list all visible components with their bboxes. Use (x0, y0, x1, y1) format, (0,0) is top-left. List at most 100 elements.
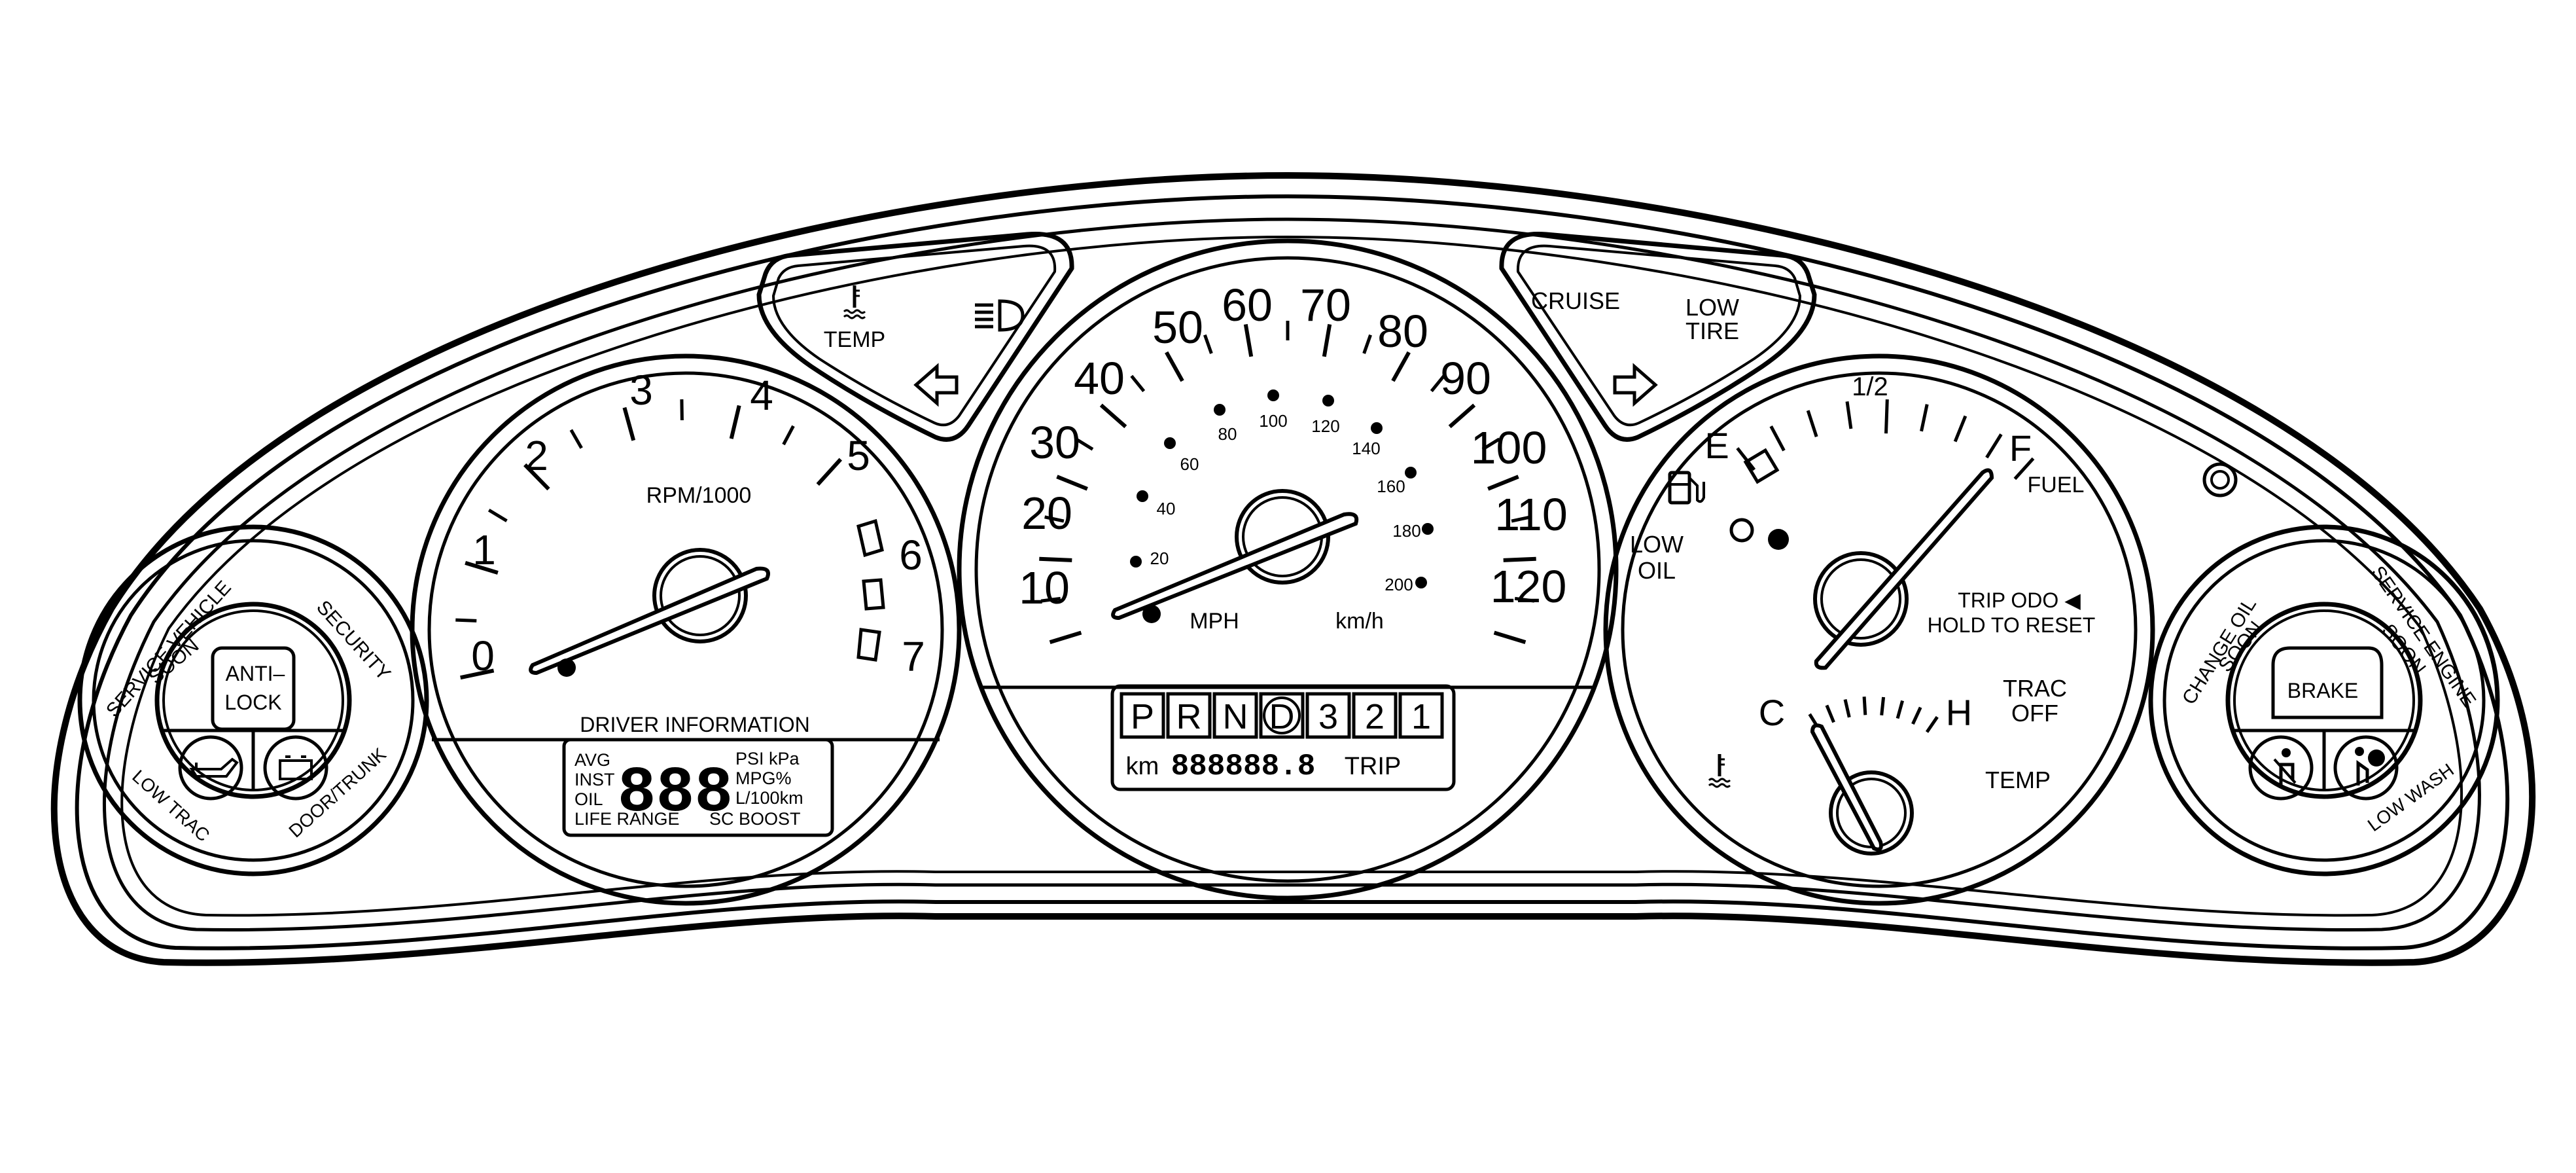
mph-numeral: 90 (1440, 353, 1491, 404)
km-label: km (1126, 753, 1159, 780)
coolant-temp-icon (1708, 754, 1731, 788)
fuel-tick (1845, 401, 1853, 429)
tach-redline-marks (856, 518, 885, 662)
prnd-cell (1398, 692, 1444, 739)
left-turn-arrow-icon (913, 363, 959, 407)
dic-right-label: PSI kPa (735, 749, 800, 768)
speedo-tick (1099, 403, 1127, 429)
trip-label: TRIP (1345, 753, 1402, 780)
tach-tick (460, 668, 495, 680)
tach-numeral: 3 (629, 367, 653, 414)
fuel-tick (1985, 433, 2003, 459)
right-telltale-pod: BRAKE CHANGE OIL SOON SERVICE ENGINE SOO… (2148, 462, 2500, 876)
driver-information-label: DRIVER INFORMATION (580, 713, 809, 736)
mph-numeral: 50 (1152, 302, 1203, 353)
low-tire-telltale-label-line2: TIRE (1685, 317, 1739, 344)
trac-off-label-line1: TRAC (2003, 675, 2067, 702)
battery-icon (263, 735, 328, 801)
prnd-cell (1352, 692, 1398, 739)
tach-tick (782, 425, 795, 446)
prnd-cell (1305, 692, 1351, 739)
right-turn-arrow-icon (1613, 363, 1658, 407)
mph-numerals: 10 20 30 40 50 60 70 80 90 100 110 120 (1019, 280, 1568, 613)
speedo-tick (1056, 475, 1088, 491)
tach-numerals: 0 1 2 3 4 5 6 7 (471, 367, 925, 680)
kmh-numeral: 100 (1259, 411, 1287, 431)
dic-boost-label: SC BOOST (709, 809, 801, 829)
kmh-numeral: 140 (1352, 439, 1380, 458)
fuel-tick (1806, 410, 1818, 437)
trip-odo-label: TRIP ODO ◀ (1958, 588, 2081, 612)
top-left-telltale-panel: TEMP (756, 231, 1074, 442)
mph-numeral: 60 (1222, 280, 1273, 331)
tach-numeral: 6 (899, 532, 923, 579)
tach-tick (465, 561, 499, 575)
low-tire-telltale-label-line1: LOW (1685, 294, 1739, 321)
temp-mark-hot: H (1946, 692, 1972, 733)
prnd-letter: R (1176, 697, 1202, 736)
prnd-cell (1259, 692, 1305, 739)
kmh-numeral: 20 (1150, 549, 1169, 568)
fuel-tick (1920, 404, 1929, 432)
tach-needle (529, 548, 770, 677)
airbag-icon (2333, 735, 2399, 801)
tach-tick (487, 509, 508, 522)
mph-numeral: 30 (1029, 417, 1080, 468)
high-beam-icon (975, 299, 1025, 332)
kmh-numeral: 180 (1392, 521, 1420, 541)
tach-numeral: 2 (525, 432, 548, 479)
fuel-tick (1769, 425, 1786, 452)
oil-can-icon (178, 735, 243, 801)
prnd-letter: 3 (1318, 697, 1338, 736)
low-oil-label-line1: LOW (1630, 531, 1684, 558)
rpm-unit-label: RPM/1000 (646, 483, 752, 508)
speedo-tick (1075, 437, 1094, 451)
prnd-letter: 1 (1411, 697, 1431, 736)
fuel-label: FUEL (2028, 473, 2085, 497)
speedometer: 10 20 30 40 50 60 70 80 90 100 110 120 2… (957, 238, 1619, 901)
speedo-tick (1514, 596, 1535, 603)
temp-tick (1880, 696, 1886, 716)
dic-left-label: INST (574, 770, 615, 789)
tach-tick (523, 463, 550, 491)
driver-information-display: AVG INST OIL LIFE RANGE 888 PSI kPa MPG%… (562, 738, 834, 837)
mph-unit-label: MPH (1190, 609, 1239, 634)
cruise-telltale-label: CRUISE (1531, 287, 1620, 314)
kmh-numeral: 60 (1180, 454, 1199, 474)
mph-numeral: 20 (1021, 488, 1072, 539)
tach-tick (455, 618, 477, 623)
fuel-mark-empty: E (1704, 425, 1729, 466)
tach-numeral: 7 (902, 633, 925, 680)
antilock-label-line2: LOCK (224, 691, 281, 714)
speedo-tick (1039, 556, 1072, 562)
prnd-selected-ring (1263, 696, 1301, 734)
speedo-tick (1481, 437, 1500, 451)
fuel-tick (1953, 415, 1967, 442)
dic-digits: 888 (618, 757, 733, 830)
tach-tick (622, 406, 636, 441)
fuel-mark-half: 1/2 (1852, 372, 1888, 401)
fuel-mark-full: F (2009, 427, 2032, 469)
security-label: SECURITY (312, 596, 395, 685)
fuel-tick (1884, 399, 1889, 434)
speedo-needle (1111, 489, 1359, 623)
mph-numeral: 10 (1019, 562, 1070, 613)
prnd-letter: N (1223, 697, 1248, 736)
kmh-numeral: 40 (1157, 499, 1176, 518)
seatbelt-icon (2248, 735, 2314, 801)
fuel-scale-ticks (1736, 399, 2035, 480)
speedo-tick (1044, 515, 1065, 523)
mph-numeral: 110 (1494, 489, 1568, 540)
coolant-temp-icon (843, 285, 866, 319)
fuel-tick (1736, 447, 1756, 471)
dic-right-label: MPG% (735, 768, 792, 788)
cluster-screw (2202, 462, 2238, 497)
tach-numeral: 4 (750, 372, 773, 419)
speedo-tick (1362, 334, 1372, 354)
temp-tick (1925, 715, 1939, 733)
tach-tick (569, 429, 583, 449)
fuel-temp-gauge: E 1/2 F FUEL LOW OIL TRIP ODO ◀ HOLD TO … (1603, 353, 2155, 906)
temp-telltale-label: TEMP (824, 327, 885, 352)
temp-needle (1810, 723, 1914, 856)
speedo-tick (1430, 374, 1445, 393)
